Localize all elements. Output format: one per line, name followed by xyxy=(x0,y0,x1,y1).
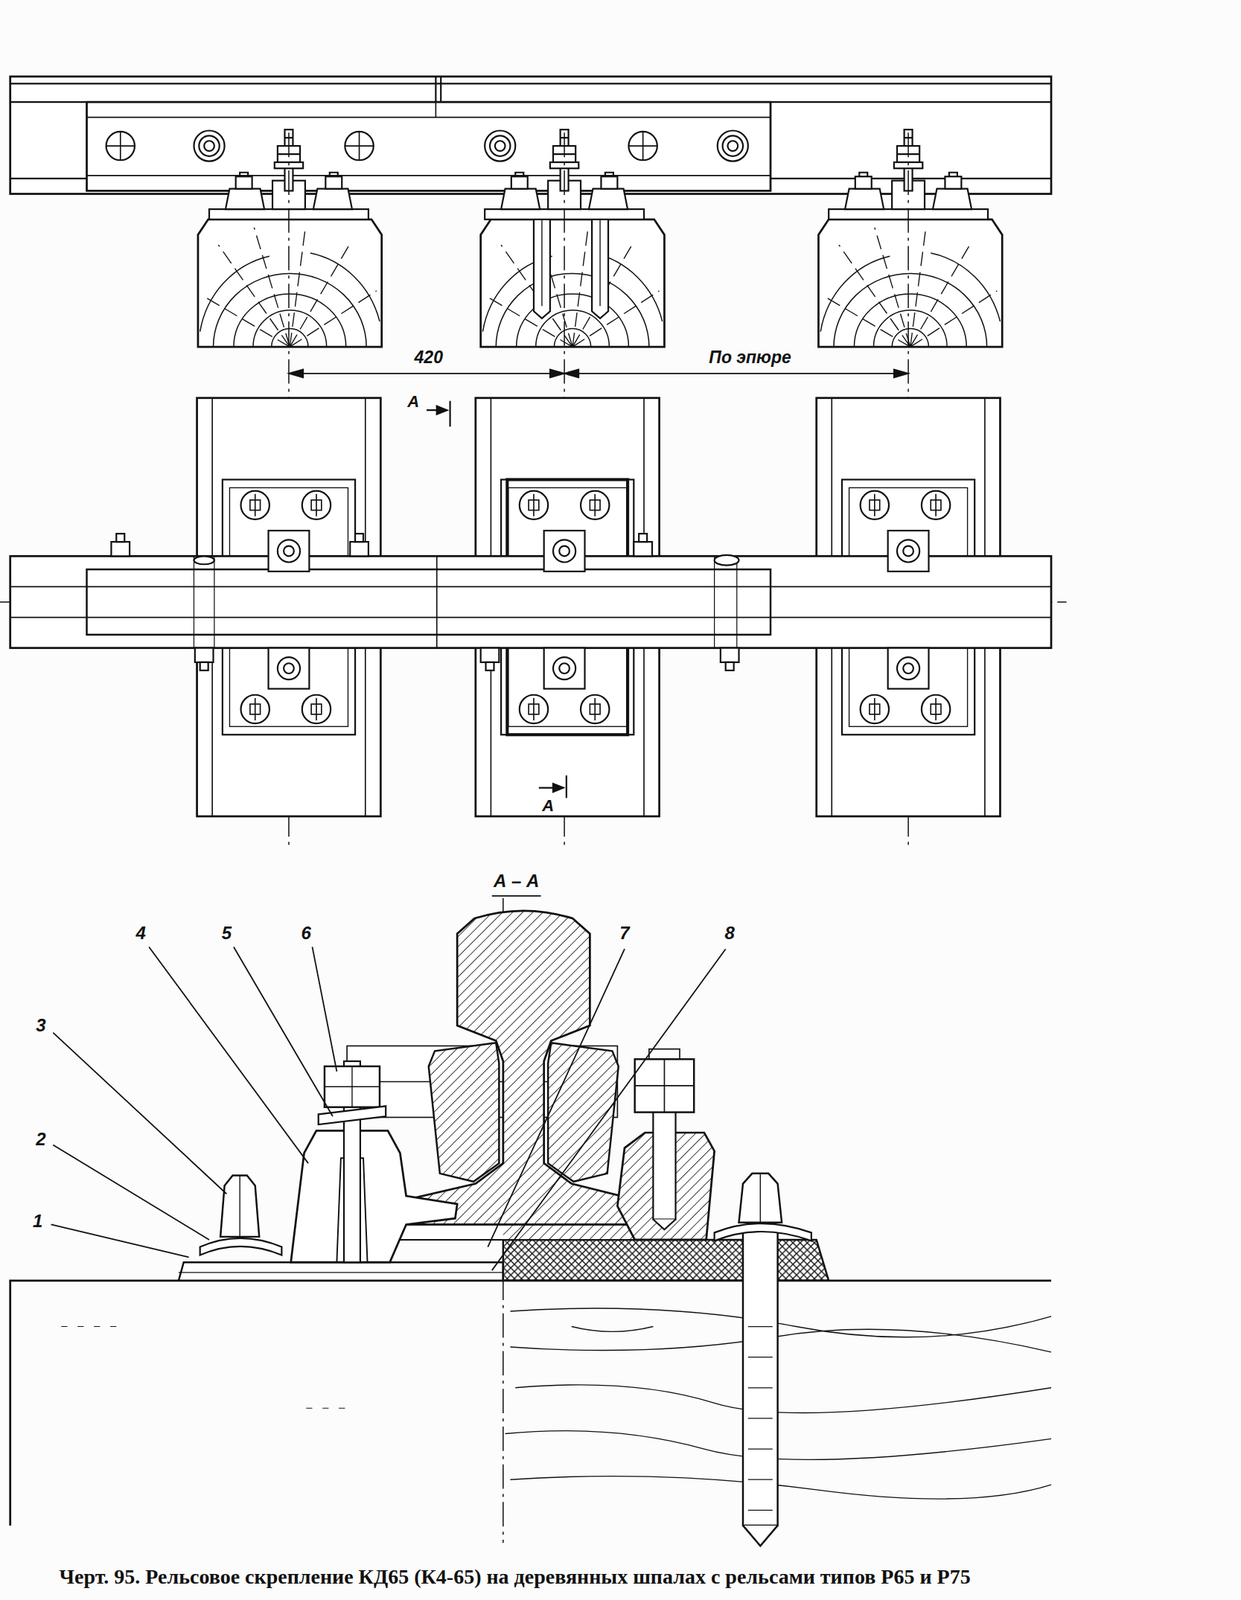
section-marks xyxy=(426,401,567,897)
sleeper-sections xyxy=(198,209,1003,347)
callout-number: 8 xyxy=(722,923,736,944)
fastening-elevation xyxy=(209,129,988,220)
dimension-label: 420 xyxy=(413,349,445,368)
dimension-label: По эпюре xyxy=(707,349,793,368)
leader-lines xyxy=(51,946,726,1271)
caption: Черт. 95. Рельсовое скрепление КД65 (К4-… xyxy=(59,1566,971,1590)
rail-elevation xyxy=(10,76,1052,195)
fishplate-elevation xyxy=(87,101,771,191)
left-clamp xyxy=(291,1061,458,1263)
center-lines xyxy=(0,132,1067,1544)
callout-number: 6 xyxy=(300,923,313,944)
screws xyxy=(200,1173,812,1547)
clamp-bolts-plan xyxy=(268,530,930,690)
dimension-line xyxy=(288,369,909,378)
callout-number: 4 xyxy=(134,923,147,944)
rail-pad xyxy=(379,1224,641,1241)
callout-number: 1 xyxy=(31,1211,44,1232)
callout-number: 5 xyxy=(220,923,234,944)
callout-number: 3 xyxy=(34,1016,47,1036)
callout-number: 7 xyxy=(617,923,631,944)
section-mark: А xyxy=(405,393,421,411)
section-title: А – А xyxy=(492,871,541,892)
section-mark: А xyxy=(540,797,556,816)
sleeper-cut xyxy=(10,1281,1052,1527)
callout-number: 2 xyxy=(34,1130,47,1150)
